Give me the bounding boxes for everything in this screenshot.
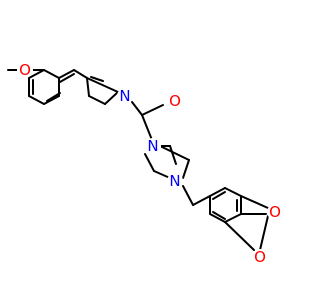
svg-text:O: O	[269, 203, 281, 221]
bond-line	[169, 145, 177, 165]
svg-text:N: N	[119, 87, 130, 105]
bond-line	[144, 153, 155, 172]
bond-line	[86, 77, 119, 93]
bond-line	[46, 92, 61, 102]
bond-line	[88, 95, 106, 105]
bond-line	[59, 73, 75, 83]
svg-text:N: N	[169, 172, 180, 190]
bond-line	[28, 95, 45, 105]
atom-n-indole: N	[117, 87, 133, 105]
bond-line	[182, 185, 194, 206]
bond-line	[212, 191, 226, 200]
atom-n-piperazine-4: N	[167, 172, 183, 190]
atom-o-carbonyl: O	[167, 92, 183, 110]
bond-line	[224, 213, 242, 223]
svg-text:O: O	[19, 61, 31, 79]
molecule-structure: O N O N N O O	[7, 61, 283, 266]
svg-text:O: O	[254, 248, 266, 266]
bond-line	[90, 76, 104, 82]
bond-line	[159, 145, 190, 161]
bond-line	[43, 69, 60, 79]
bond-line	[209, 213, 226, 223]
bond-line	[104, 91, 119, 105]
bond-line	[182, 159, 190, 179]
bond-line	[86, 77, 90, 97]
atom-n-piperazine-1: N	[145, 137, 161, 155]
bond-line	[43, 95, 60, 105]
bond-line	[141, 114, 153, 141]
bond-line	[192, 195, 211, 206]
bond-line	[224, 221, 255, 251]
svg-text:O: O	[169, 92, 181, 110]
atom-o-dioxole-2: O	[252, 248, 268, 266]
bond-layer	[7, 69, 269, 251]
bond-line	[141, 104, 164, 116]
svg-text:N: N	[147, 137, 158, 155]
bond-line	[131, 101, 143, 116]
bond-line	[28, 69, 45, 79]
atom-o-methoxy: O	[17, 61, 33, 79]
atom-label-layer: O N O N N O O	[17, 61, 283, 266]
atom-o-dioxole-1: O	[267, 203, 283, 221]
bond-line	[240, 195, 269, 209]
bond-line	[153, 170, 171, 179]
bond-line	[209, 187, 226, 197]
bond-line	[224, 187, 242, 197]
bond-line	[259, 215, 269, 251]
bond-line	[58, 69, 75, 79]
bond-line	[212, 211, 226, 220]
bond-line	[73, 69, 88, 79]
